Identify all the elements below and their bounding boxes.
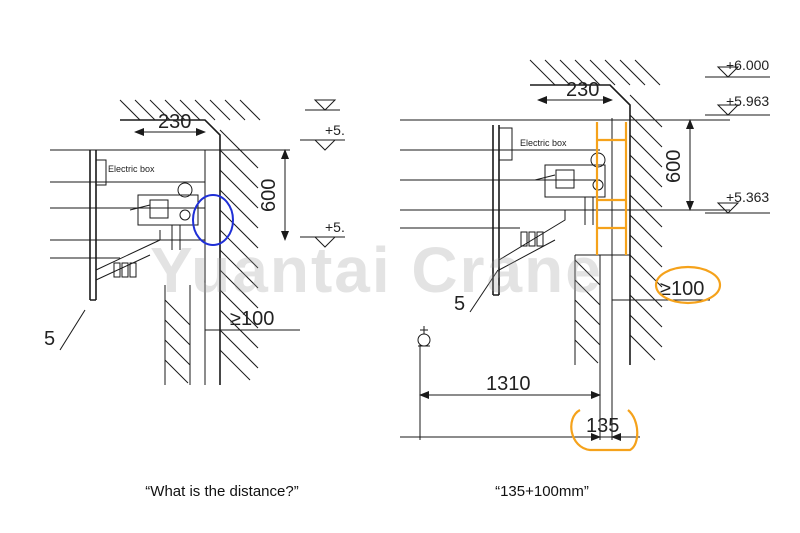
left-level-top: +5. <box>325 122 345 138</box>
left-level-bottom: +5. <box>325 219 345 235</box>
right-level-1: +6.000 <box>726 57 769 73</box>
right-clearance-dimension: ≥100 <box>660 278 704 300</box>
right-caption: “135+100mm” <box>495 483 589 500</box>
right-span-dimension: 1310 <box>486 373 531 395</box>
right-width-dimension: 230 <box>566 79 599 101</box>
left-electric-box-label: Electric box <box>108 164 155 174</box>
left-highlight-circle <box>192 194 234 246</box>
hook-icon <box>417 326 431 347</box>
left-width-dimension: 230 <box>158 111 191 133</box>
right-wall-hatch <box>529 59 663 364</box>
left-drawing: Electric box 230 600 +5. +5. ≥100 5 “Wha… <box>44 99 345 500</box>
watermark-text: Yuantai Crane <box>150 234 603 306</box>
left-trolley-machinery <box>113 182 199 278</box>
right-trolley-machinery <box>520 152 606 247</box>
left-wall-hatch <box>119 99 261 384</box>
left-clearance-dimension: ≥100 <box>230 308 274 330</box>
right-electric-box-label: Electric box <box>520 138 567 148</box>
right-height-dimension: 600 <box>663 150 685 183</box>
right-level-2: +5.963 <box>726 93 769 109</box>
left-part-number: 5 <box>44 328 55 350</box>
right-part-number: 5 <box>454 293 465 315</box>
right-drawing: Electric box 230 600 +6.000 +5.963 +5.36… <box>400 57 770 500</box>
left-caption: “What is the distance?” <box>145 483 298 500</box>
left-height-dimension: 600 <box>258 179 280 212</box>
right-level-3: +5.363 <box>726 189 769 205</box>
right-highlight-marks <box>570 122 722 452</box>
right-gap-dimension: 135 <box>586 415 619 437</box>
